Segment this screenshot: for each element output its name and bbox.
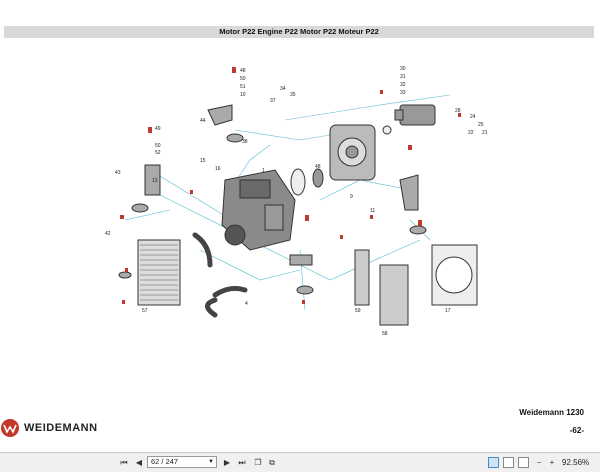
zoom-in-button[interactable]: +	[549, 458, 555, 467]
callout-25: 25	[478, 122, 484, 128]
callout-labels: 48 50 51 10 44 38 34 35 37 49 50 52 43 1…	[105, 66, 488, 337]
callout-50: 50	[240, 76, 246, 82]
brackets	[118, 104, 427, 295]
oil-coolers	[354, 244, 478, 326]
flywheel-housing	[329, 124, 376, 181]
callout-43: 43	[115, 170, 121, 176]
callout-33: 33	[400, 90, 406, 96]
callout-52: 52	[155, 150, 161, 156]
callout-3: 58	[382, 331, 388, 337]
callout-10: 10	[240, 92, 246, 98]
zoom-level[interactable]: 92.56%	[562, 458, 590, 467]
pdf-toolbar: ⏮ ◀ 62 / 247 ▼ ▶ ⏭ ❐ ⧉ − + 92.56%	[0, 452, 600, 472]
callout-49: 49	[155, 126, 161, 132]
copy-icon[interactable]: ❐	[254, 458, 262, 467]
hoses	[192, 232, 248, 318]
fit-page-icon[interactable]: ⧉	[269, 458, 275, 467]
callout-50b: 50	[155, 143, 161, 149]
hydraulic-pump	[394, 104, 436, 126]
gaskets	[290, 125, 392, 196]
callout-38: 38	[242, 139, 248, 145]
callout-30: 30	[400, 66, 406, 72]
callout-16: 16	[215, 166, 221, 172]
callout-51: 51	[240, 84, 246, 90]
facing-view-button[interactable]	[518, 457, 529, 468]
bolts	[120, 67, 461, 304]
zoom-out-button[interactable]: −	[536, 458, 542, 467]
logo-mark-icon	[1, 419, 19, 437]
callout-35: 35	[290, 92, 296, 98]
engine-block	[221, 169, 296, 251]
callout-17: 4	[245, 301, 248, 307]
callout-44: 44	[200, 118, 206, 124]
callout-1: 1	[262, 168, 265, 174]
callout-21: 21	[482, 130, 488, 136]
callout-22: 22	[468, 130, 474, 136]
chevron-down-icon: ▼	[208, 459, 214, 465]
callout-2: 57	[142, 308, 148, 314]
first-page-button[interactable]: ⏮	[120, 458, 128, 467]
exploded-parts-diagram: 48 50 51 10 44 38 34 35 37 49 50 52 43 1…	[105, 66, 488, 337]
continuous-view-button[interactable]	[503, 457, 514, 468]
radiator	[137, 239, 181, 306]
callout-13: 13	[152, 178, 158, 184]
callout-37: 37	[270, 98, 276, 104]
page-title: Motor P22 Engine P22 Motor P22 Moteur P2…	[4, 26, 594, 38]
brand-name: WEIDEMANN	[24, 422, 98, 434]
callout-32: 32	[400, 82, 406, 88]
model-label: Weidemann 1230	[519, 408, 584, 417]
callout-7: 48	[315, 164, 321, 170]
page-number-input[interactable]: 62 / 247 ▼	[147, 456, 217, 468]
last-page-button[interactable]: ⏭	[238, 458, 246, 467]
leader-lines	[124, 94, 451, 311]
callout-40: 11	[370, 208, 375, 214]
next-page-button[interactable]: ▶	[223, 458, 231, 467]
pdf-page: Motor P22 Engine P22 Motor P22 Moteur P2…	[0, 26, 594, 444]
page-display: 62 / 247	[151, 457, 179, 466]
callout-31: 31	[400, 74, 406, 80]
callout-4: 59	[355, 308, 361, 314]
callout-28: 28	[455, 108, 461, 114]
page-number-label: -62-	[569, 426, 584, 435]
callout-48: 48	[240, 68, 246, 74]
callout-15: 15	[200, 158, 206, 164]
callout-39: 9	[350, 194, 353, 200]
callout-55: 42	[105, 231, 111, 237]
weidemann-logo: WEIDEMANN	[0, 414, 140, 444]
callout-34: 34	[280, 86, 286, 92]
single-page-view-button[interactable]	[488, 457, 499, 468]
callout-29: 17	[445, 308, 451, 314]
callout-24: 24	[470, 114, 476, 120]
previous-page-button[interactable]: ◀	[135, 458, 143, 467]
